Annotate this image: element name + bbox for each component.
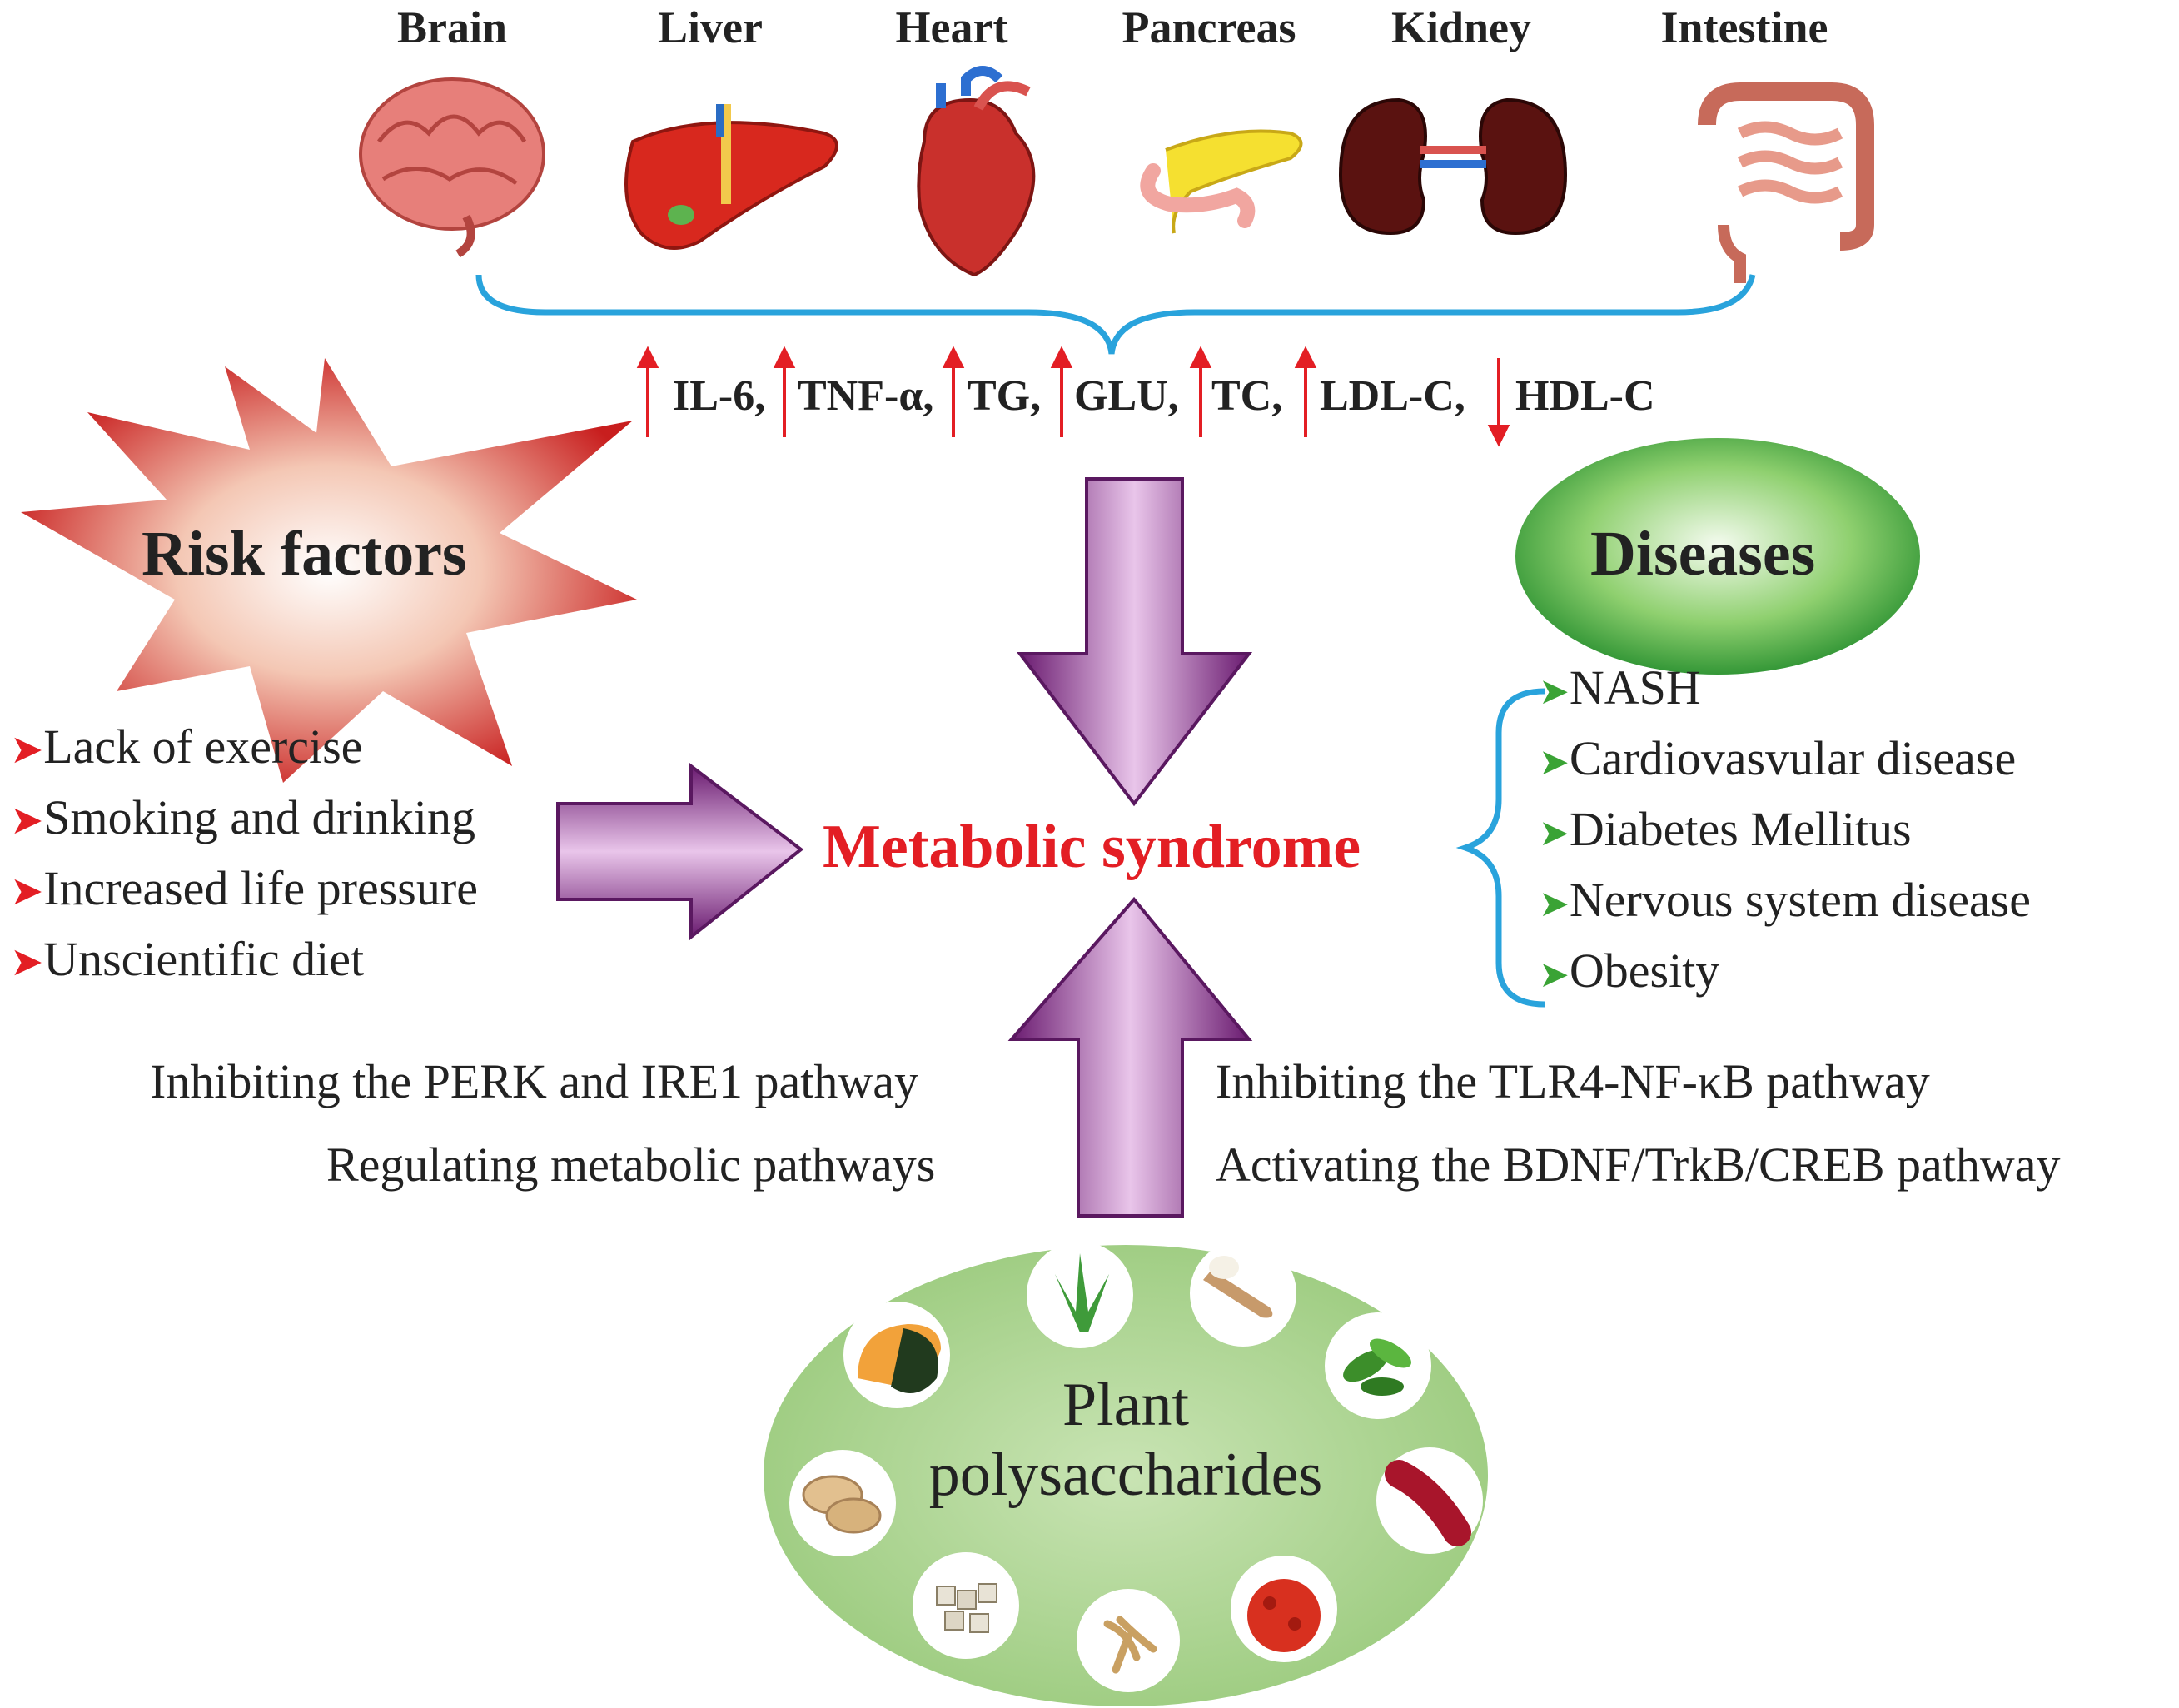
marker-arrows xyxy=(636,346,1510,447)
liver-icon xyxy=(624,104,838,250)
list-item: ➤Obesity xyxy=(1539,944,1720,998)
plant-title-line1: Plant xyxy=(1062,1371,1190,1439)
down-arrow xyxy=(1016,477,1253,807)
risk-starburst xyxy=(21,358,637,783)
plant-title-line2: polysaccharides xyxy=(928,1441,1323,1509)
green-chevron-icon: ➤ xyxy=(1539,671,1570,712)
marker-hdlc: HDL-C xyxy=(1515,372,1655,420)
marker-tnf: TNF-α, xyxy=(798,372,934,420)
ginseng-icon xyxy=(1077,1589,1180,1692)
organ-label-brain: Brain xyxy=(396,2,508,52)
pancreas-icon xyxy=(1140,129,1303,234)
pathway-right-2: Activating the BDNF/TrkB/CREB pathway xyxy=(1216,1138,2061,1192)
kidney-icon xyxy=(1338,97,1568,236)
metabolic-syndrome-title: Metabolic syndrome xyxy=(823,813,1361,881)
intestine-icon xyxy=(1698,82,1874,283)
list-item: ➤Nervous system disease xyxy=(1539,873,2031,927)
marker-tc: TC, xyxy=(1211,372,1283,420)
plant-icons xyxy=(789,1240,1483,1692)
aloe-icon xyxy=(1027,1242,1133,1348)
marker-il6: IL-6, xyxy=(673,372,766,420)
list-item: ➤NASH xyxy=(1539,660,1701,715)
pathway-left-2: Regulating metabolic pathways xyxy=(326,1138,936,1192)
plant-polysaccharides-title: Plant polysaccharides xyxy=(876,1370,1376,1510)
organ-brace xyxy=(475,274,1756,355)
diseases-title: Diseases xyxy=(1590,519,1816,589)
diseases-ellipse xyxy=(1515,438,1920,675)
list-item: ➤Increased life pressure xyxy=(10,861,478,915)
right-arrow xyxy=(556,762,804,941)
list-item: ➤Smoking and drinking xyxy=(10,790,475,844)
diseases-brace xyxy=(1455,688,1545,1008)
organ-label-intestine: Intestine xyxy=(1660,2,1828,52)
tea-leaves-icon xyxy=(1325,1312,1431,1419)
risk-factors-list: ➤Lack of exercise ➤Smoking and drinking … xyxy=(10,719,478,1002)
marker-tg: TG, xyxy=(968,372,1042,420)
arrow-up-glu xyxy=(1050,346,1073,437)
arrow-down-hdlc xyxy=(1487,358,1510,447)
yam-icon xyxy=(1190,1240,1296,1347)
green-chevron-icon: ➤ xyxy=(1539,884,1570,924)
up-arrow xyxy=(1007,896,1253,1218)
arrow-up-il6 xyxy=(636,346,659,437)
red-berries-icon xyxy=(1376,1447,1483,1554)
arrow-up-tg xyxy=(942,346,965,437)
organ-label-heart: Heart xyxy=(895,2,1008,52)
heart-icon xyxy=(917,66,1036,277)
red-chevron-icon: ➤ xyxy=(10,728,44,772)
organ-label-liver: Liver xyxy=(658,2,763,52)
organ-label-pancreas: Pancreas xyxy=(1122,2,1296,52)
marker-ldlc: LDL-C, xyxy=(1320,372,1465,420)
green-chevron-icon: ➤ xyxy=(1539,813,1570,854)
arrow-up-ldlc xyxy=(1294,346,1317,437)
arrow-up-tc xyxy=(1189,346,1212,437)
pathway-left-1: Inhibiting the PERK and IRE1 pathway xyxy=(150,1054,919,1108)
astragalus-slices-icon xyxy=(789,1450,896,1556)
red-chevron-icon: ➤ xyxy=(10,869,44,914)
red-chevron-icon: ➤ xyxy=(10,940,44,984)
pathway-right-1: Inhibiting the TLR4-NF-κB pathway xyxy=(1216,1054,1930,1108)
pumpkin-icon xyxy=(843,1302,950,1408)
risk-factors-title: Risk factors xyxy=(142,519,467,589)
list-item: ➤Diabetes Mellitus xyxy=(1539,802,1912,856)
red-chevron-icon: ➤ xyxy=(10,799,44,843)
goji-berry-icon xyxy=(1231,1556,1337,1662)
organ-label-kidney: Kidney xyxy=(1390,2,1532,52)
green-chevron-icon: ➤ xyxy=(1539,954,1570,995)
poria-cubes-icon xyxy=(913,1552,1019,1659)
brain-icon xyxy=(359,77,545,258)
marker-glu: GLU, xyxy=(1074,372,1179,420)
diseases-list: ➤NASH ➤Cardiovasvular disease ➤Diabetes … xyxy=(1539,660,2031,1013)
list-item: ➤Unscientific diet xyxy=(10,932,365,986)
arrow-up-tnf xyxy=(773,346,796,437)
green-chevron-icon: ➤ xyxy=(1539,742,1570,783)
list-item: ➤Lack of exercise xyxy=(10,720,363,774)
list-item: ➤Cardiovasvular disease xyxy=(1539,731,2017,785)
